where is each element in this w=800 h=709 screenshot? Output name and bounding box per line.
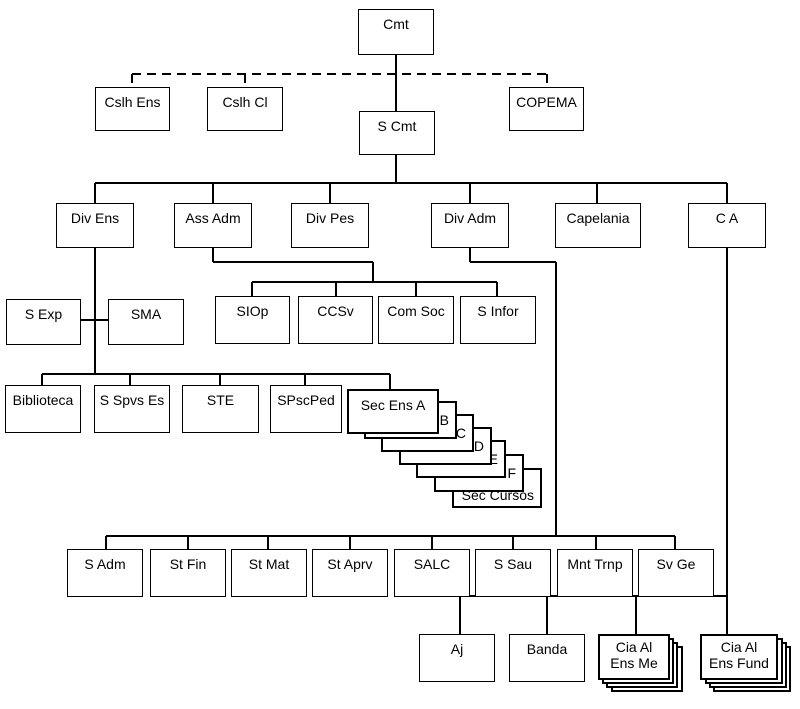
label-sv-ge: Sv Ge bbox=[656, 556, 696, 572]
box-sv-ge: Sv Ge bbox=[638, 549, 714, 597]
box-st-aprv: St Aprv bbox=[312, 549, 388, 597]
box-aj: Aj bbox=[419, 634, 495, 682]
box-div-adm: Div Adm bbox=[431, 203, 509, 248]
label-cslh-ens: Cslh Ens bbox=[104, 94, 161, 110]
label-sma: SMA bbox=[130, 306, 162, 322]
label-cia-al-ens-fund-line2: Ens Fund bbox=[709, 655, 769, 671]
box-cslh-cl: Cslh Cl bbox=[207, 87, 283, 131]
box-ste: STE bbox=[182, 385, 259, 433]
box-sec-ens-a: Sec Ens A bbox=[347, 389, 439, 434]
label-capelania: Capelania bbox=[566, 210, 630, 226]
box-ca: C A bbox=[688, 203, 766, 248]
label-st-fin: St Fin bbox=[169, 556, 207, 572]
label-biblioteca: Biblioteca bbox=[12, 392, 74, 408]
box-biblioteca: Biblioteca bbox=[5, 385, 81, 433]
label-com-soc: Com Soc bbox=[387, 303, 445, 319]
label-cmt: Cmt bbox=[383, 16, 409, 32]
label-ass-adm: Ass Adm bbox=[185, 210, 241, 226]
box-mnt-trnp: Mnt Trnp bbox=[557, 549, 633, 597]
box-div-pes: Div Pes bbox=[291, 203, 369, 248]
label-sec-ens-a: Sec Ens A bbox=[360, 397, 426, 413]
box-cia-al-ens-fund: Cia Al Ens Fund bbox=[700, 634, 778, 680]
label-st-mat: St Mat bbox=[248, 556, 290, 572]
box-capelania: Capelania bbox=[555, 203, 641, 248]
box-copema: COPEMA bbox=[509, 87, 584, 131]
label-mnt-trnp: Mnt Trnp bbox=[567, 556, 623, 572]
label-cia-al-ens-me-line2: Ens Me bbox=[610, 655, 658, 671]
label-stack-f: F bbox=[507, 465, 516, 481]
label-st-aprv: St Aprv bbox=[327, 556, 373, 572]
label-s-cmt: S Cmt bbox=[377, 118, 417, 134]
label-aj: Aj bbox=[450, 641, 464, 657]
box-s-adm: S Adm bbox=[67, 549, 143, 597]
label-cia-al-ens-fund-line1: Cia Al bbox=[720, 639, 758, 655]
box-banda: Banda bbox=[509, 634, 585, 682]
label-s-exp: S Exp bbox=[24, 306, 63, 322]
label-stack-c: C bbox=[455, 425, 466, 441]
label-salc: SALC bbox=[413, 556, 451, 572]
box-st-mat: St Mat bbox=[231, 549, 307, 597]
label-stack-e: E bbox=[488, 451, 498, 467]
box-s-spvs-es: S Spvs Es bbox=[94, 385, 170, 433]
label-div-ens: Div Ens bbox=[70, 210, 120, 226]
label-stack-b: B bbox=[439, 412, 449, 428]
box-s-cmt: S Cmt bbox=[359, 111, 435, 155]
box-s-sau: S Sau bbox=[475, 549, 551, 597]
box-ccsv: CCSv bbox=[298, 296, 373, 344]
label-copema: COPEMA bbox=[516, 94, 577, 110]
box-com-soc: Com Soc bbox=[378, 296, 454, 344]
label-siop: SIOp bbox=[236, 303, 269, 319]
box-cia-al-ens-me: Cia Al Ens Me bbox=[598, 634, 670, 680]
label-stack-d: D bbox=[473, 438, 484, 454]
label-ccsv: CCSv bbox=[317, 303, 354, 319]
box-sma: SMA bbox=[108, 299, 184, 345]
box-cslh-ens: Cslh Ens bbox=[95, 87, 170, 131]
label-ste: STE bbox=[206, 392, 235, 408]
box-spscped: SPscPed bbox=[270, 385, 342, 433]
box-div-ens: Div Ens bbox=[56, 203, 134, 248]
box-salc: SALC bbox=[394, 549, 470, 597]
label-cslh-cl: Cslh Cl bbox=[222, 94, 268, 110]
label-s-spvs-es: S Spvs Es bbox=[99, 392, 165, 408]
box-cmt: Cmt bbox=[358, 9, 434, 55]
label-ca: C A bbox=[715, 210, 739, 226]
label-cia-al-ens-me-line1: Cia Al bbox=[615, 639, 653, 655]
box-ass-adm: Ass Adm bbox=[174, 203, 252, 248]
label-s-infor: S Infor bbox=[477, 303, 519, 319]
label-s-adm: S Adm bbox=[84, 556, 126, 572]
label-banda: Banda bbox=[526, 641, 568, 657]
box-s-infor: S Infor bbox=[460, 296, 536, 344]
label-s-sau: S Sau bbox=[493, 556, 533, 572]
label-div-pes: Div Pes bbox=[305, 210, 355, 226]
box-s-exp: S Exp bbox=[6, 299, 81, 345]
label-spscped: SPscPed bbox=[277, 392, 335, 408]
box-siop: SIOp bbox=[215, 296, 290, 344]
label-div-adm: Div Adm bbox=[443, 210, 497, 226]
box-st-fin: St Fin bbox=[150, 549, 226, 597]
